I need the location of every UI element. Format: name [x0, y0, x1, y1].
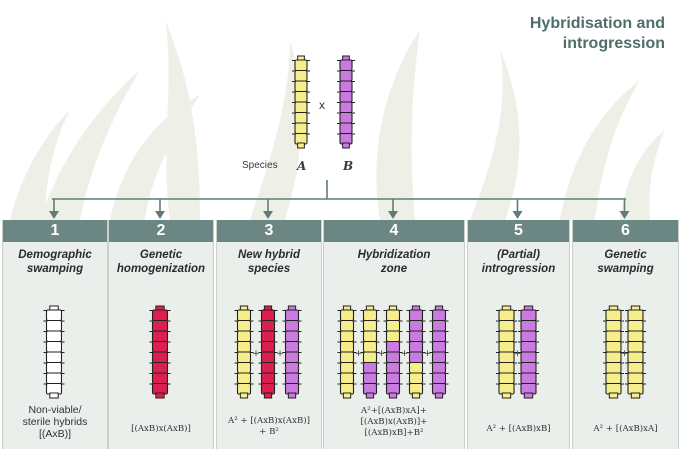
panel-title: (Partial) introgression — [470, 248, 567, 276]
panel-number: 6 — [573, 220, 678, 242]
panel-formula-line: [(AxB)x(AxB)] — [131, 424, 191, 434]
species-label: Species — [242, 160, 278, 171]
chromosome-panel-4-5 — [429, 305, 449, 399]
chromosome-panel-5-2 — [518, 305, 539, 399]
panel-title-line: zone — [380, 263, 408, 275]
panel-formula: A²+[(AxB)xA]+[(AxB)x(AxB)]+[(AxB)xB]+B² — [326, 406, 462, 439]
panel-title-line: Demographic — [18, 249, 92, 261]
branch-arrowhead — [512, 211, 523, 219]
panel-formula-line: + B² — [259, 427, 279, 437]
plus-sign: + — [252, 349, 260, 359]
chromosome-panel-4-3 — [383, 305, 403, 399]
chromosome-panel-4-2 — [360, 305, 380, 399]
tree-lines — [52, 180, 626, 200]
panel-title: Genetic swamping — [575, 248, 676, 276]
chromosome-species-a — [292, 55, 310, 149]
species-a-label: A — [297, 159, 307, 173]
panel-title: Genetic homogenization — [111, 248, 211, 276]
panel-formula-line: A²+[(AxB)xA]+ — [361, 406, 427, 416]
plus-sign: + — [514, 349, 522, 359]
cross-symbol: x — [319, 98, 325, 112]
panel-formula: A² + [(AxB)x(AxB)]+ B² — [219, 416, 319, 438]
branch-arrowhead — [388, 211, 398, 219]
panel-title-line: Genetic — [604, 249, 647, 261]
panel-title-line: introgression — [481, 263, 556, 275]
panel-formula-line: Non-viable/ — [28, 404, 82, 416]
panel-formula-line: A² + [(AxB)xB] — [486, 424, 551, 434]
branch-arrowhead — [263, 211, 273, 219]
species-b-label: B — [343, 159, 354, 173]
panel-formula: [(AxB)x(AxB)] — [111, 424, 211, 435]
branch-arrowhead — [49, 211, 59, 219]
panel-formula: Non-viable/sterile hybrids[(AxB)] — [5, 404, 105, 440]
branch-arrowhead — [155, 211, 165, 219]
panel-title-line: Hybridization — [357, 249, 431, 261]
diagram-title: Hybridisation and introgression — [415, 14, 665, 54]
panel-formula-line: A² + [(AxB)x(AxB)] — [227, 416, 310, 426]
chromosome-panel-5-1 — [496, 305, 517, 399]
panel-title-line: New hybrid — [238, 249, 300, 261]
chromosome-panel-3-2 — [258, 305, 278, 399]
panel-formula-line: [(AxB)xB]+B² — [364, 428, 424, 438]
panel-title-line: swamping — [597, 263, 654, 275]
chromosome-panel-2-1 — [149, 305, 171, 399]
panel-number: 2 — [109, 220, 213, 242]
branch-arrowhead — [619, 211, 630, 219]
panel-title-line: homogenization — [116, 263, 206, 275]
chromosome-panel-6-1 — [603, 305, 624, 399]
plus-sign: + — [621, 349, 629, 359]
panel-title: Demographic swamping — [5, 248, 105, 276]
panel-number: 1 — [3, 220, 107, 242]
plus-sign: + — [355, 349, 363, 359]
panel-title-line: Genetic — [139, 249, 183, 261]
chromosome-panel-3-1 — [234, 305, 254, 399]
scenario-panel-5: 5 (Partial) introgression A² + [(AxB)xB] — [467, 220, 570, 449]
panel-formula-line: [(AxB)] — [38, 428, 72, 440]
chromosome-species-b — [337, 55, 355, 149]
title-line-2: introgression — [562, 35, 665, 52]
panel-title-line: species — [247, 263, 291, 275]
plus-sign: + — [378, 349, 386, 359]
panel-title: Hybridization zone — [326, 248, 462, 276]
chromosome-panel-4-4 — [406, 305, 426, 399]
panel-number: 5 — [468, 220, 569, 242]
panel-number: 3 — [217, 220, 321, 242]
chromosome-panel-6-2 — [625, 305, 646, 399]
plus-sign: + — [401, 349, 409, 359]
title-line-1: Hybridisation and — [529, 15, 665, 32]
panel-formula: A² + [(AxB)xB] — [470, 424, 567, 435]
panel-formula-line: sterile hybrids — [22, 416, 88, 428]
panel-title-line: swamping — [26, 263, 84, 275]
panel-title-line: (Partial) — [497, 249, 540, 261]
panel-formula-line: [(AxB)x(AxB)]+ — [360, 417, 428, 427]
panel-formula: A² + [(AxB)xA] — [575, 424, 676, 435]
plus-sign: + — [276, 349, 284, 359]
panel-number: 4 — [324, 220, 464, 242]
chromosome-panel-3-3 — [282, 305, 302, 399]
chromosome-panel-4-1 — [337, 305, 357, 399]
panel-title: New hybrid species — [219, 248, 319, 276]
chromosome-panel-1-1 — [43, 305, 65, 399]
plus-sign: + — [424, 349, 432, 359]
panel-formula-line: A² + [(AxB)xA] — [593, 424, 658, 434]
